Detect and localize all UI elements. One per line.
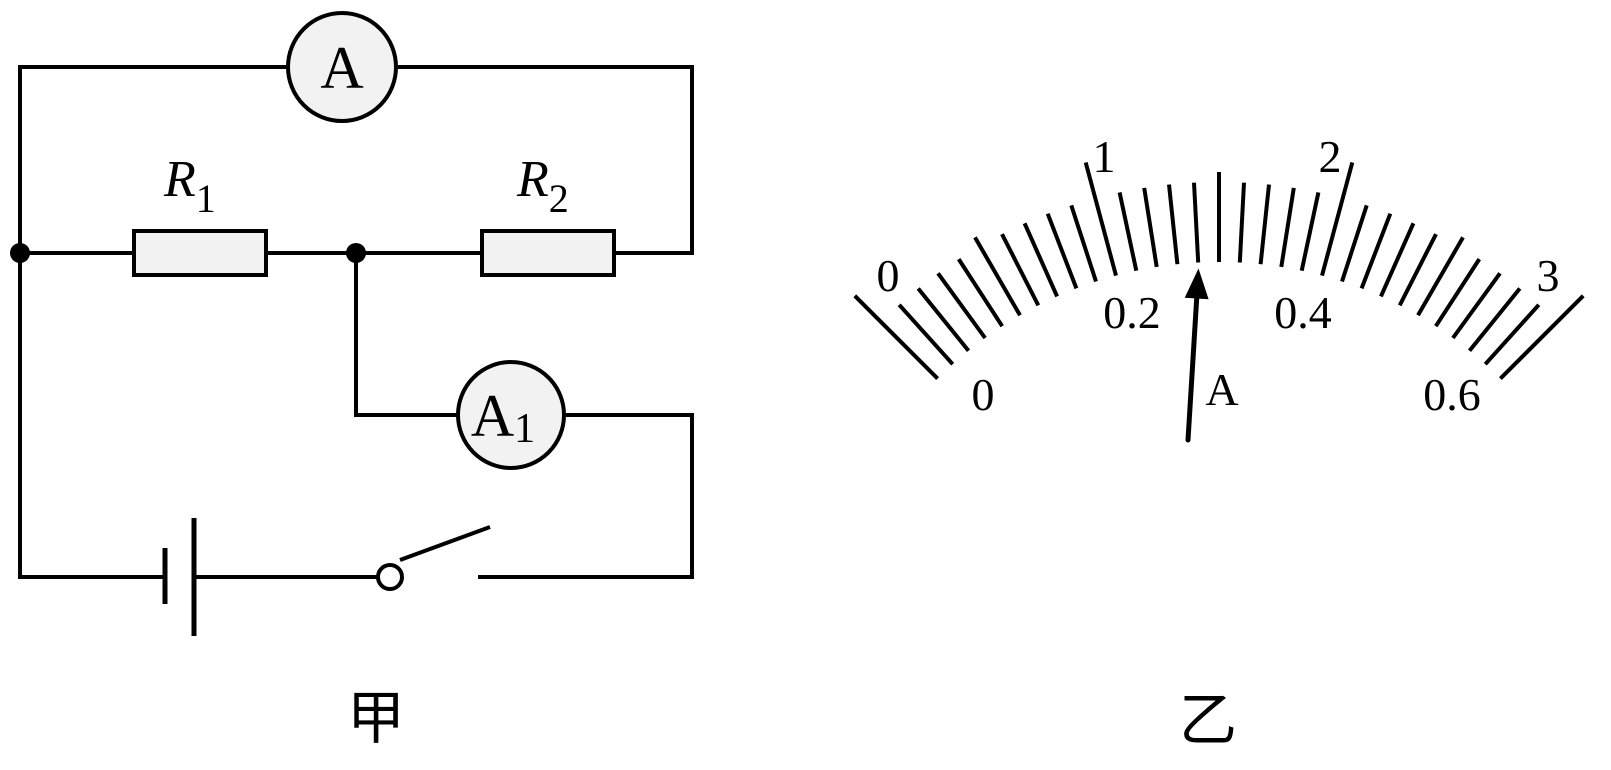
junction-left [10, 243, 30, 263]
pointer-needle [1185, 296, 1200, 443]
dial-tick [1258, 184, 1271, 265]
ammeter-dial: 0 1 2 3 0 0.2 0.4 0.6 A 乙 [853, 131, 1585, 754]
dial-tick [1397, 233, 1438, 307]
dial-tick [1279, 187, 1296, 268]
circuit-caption: 甲 [347, 684, 405, 752]
junction-middle [346, 243, 366, 263]
ammeter-branch [456, 360, 566, 470]
dial-tick [1069, 204, 1098, 283]
resistor-r2-label: R2 [516, 151, 569, 221]
ammeter-main [286, 11, 398, 123]
lower-scale-label-0: 0 [972, 369, 995, 420]
dial-tick [1237, 182, 1246, 263]
wire-bottom [18, 251, 380, 579]
switch-lever [399, 525, 491, 562]
circuit-diagram: R1 R2 A A1 甲 [10, 11, 694, 752]
dial-tick [1117, 191, 1139, 272]
upper-scale-label-3: 3 [1537, 250, 1560, 301]
meter-caption: 乙 [1179, 686, 1237, 754]
ammeter-branch-sub: 1 [514, 406, 535, 452]
dial-tick [1000, 233, 1041, 307]
dial-tick [1498, 294, 1585, 381]
switch-pivot [376, 563, 404, 591]
dial-tick [1083, 161, 1118, 277]
ammeter-main-symbol: A [320, 35, 363, 101]
dial-tick [1416, 236, 1465, 317]
resistor-r2-sub: 2 [549, 176, 569, 221]
dial-ticks [853, 161, 1585, 381]
lower-scale-label-2: 0.4 [1274, 287, 1332, 338]
dial-tick [916, 287, 971, 352]
resistor-r1-sub: 1 [196, 176, 216, 221]
unit-label: A [1205, 364, 1238, 415]
wire-branch [354, 251, 694, 579]
dial-tick [1379, 222, 1416, 298]
dial-tick [1467, 287, 1522, 352]
lower-scale-label-1: 0.2 [1103, 287, 1161, 338]
dial-tick [897, 303, 955, 366]
resistor-r2 [480, 229, 616, 277]
dial-tick [1142, 187, 1159, 268]
dial-tick [1022, 222, 1059, 298]
dial-tick [1192, 182, 1201, 263]
dial-tick [1451, 272, 1502, 340]
upper-scale-label-1: 1 [1093, 131, 1116, 182]
upper-scale-label-2: 2 [1319, 131, 1342, 182]
dial-tick [1434, 258, 1481, 328]
ammeter-branch-symbol: A1 [471, 383, 535, 452]
dial-tick [1359, 212, 1393, 290]
pointer-arrowhead [1184, 268, 1209, 300]
dial-tick [957, 258, 1004, 328]
dial-tick [973, 236, 1022, 317]
lower-scale-label-3: 0.6 [1423, 369, 1481, 420]
wire-top-loop [18, 65, 694, 255]
dial-tick [853, 294, 940, 381]
dial-tick [1045, 212, 1079, 290]
resistor-r1 [132, 229, 268, 277]
resistor-r1-label: R1 [163, 151, 216, 221]
dial-tick [1340, 204, 1369, 283]
dial-tick [936, 272, 987, 340]
dial-tick [1299, 191, 1321, 272]
dial-tick [1320, 161, 1355, 277]
dial-tick [1483, 303, 1541, 366]
dial-tick [1167, 184, 1180, 265]
upper-scale-label-0: 0 [877, 250, 900, 301]
